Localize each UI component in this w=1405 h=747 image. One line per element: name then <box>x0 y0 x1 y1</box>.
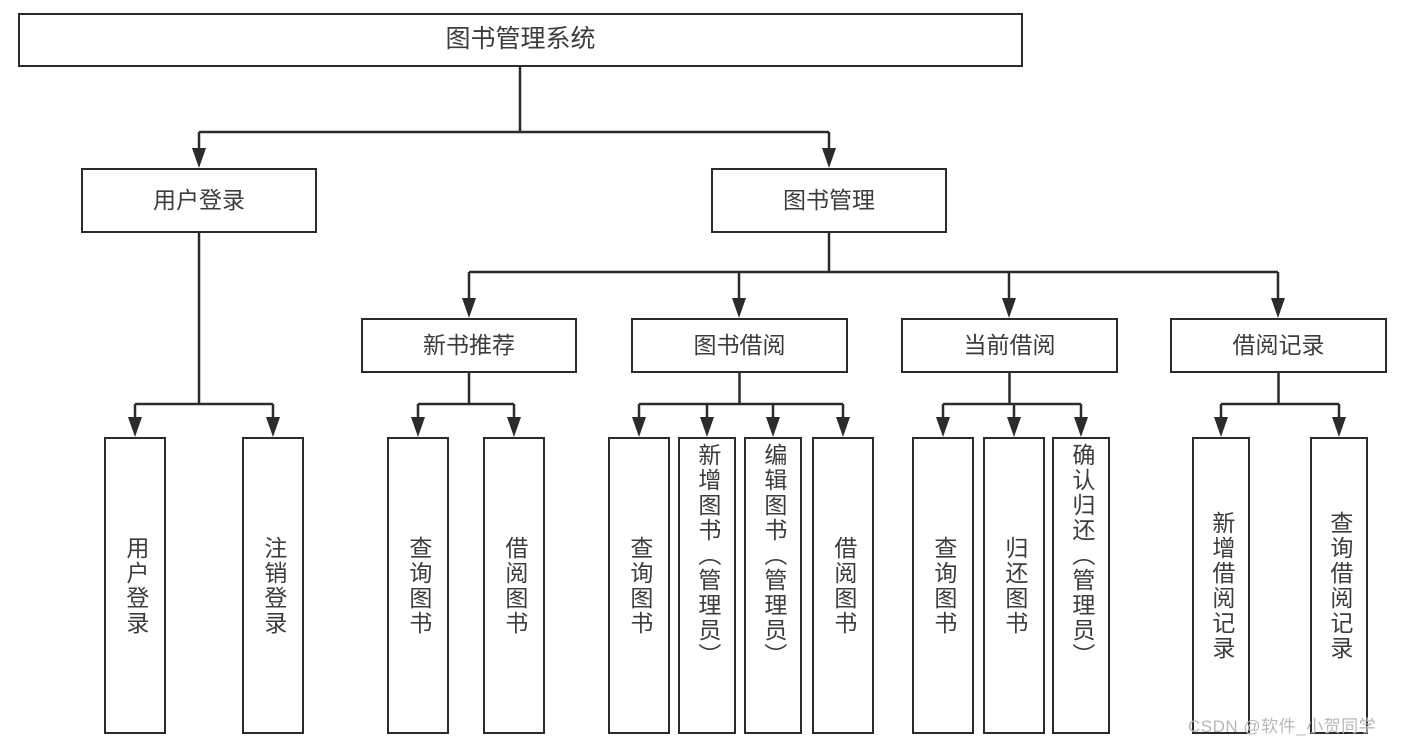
node-label: 新增图书（管理员） <box>694 443 721 668</box>
node-label: 确认归还（管理员） <box>1068 443 1095 668</box>
node-leaf-7[interactable]: 借阅图书 <box>812 437 874 734</box>
node-label: 用户登录 <box>122 535 149 636</box>
node-level2-2[interactable]: 当前借阅 <box>901 318 1118 373</box>
node-label: 当前借阅 <box>963 331 1056 358</box>
node-leaf-0[interactable]: 用户登录 <box>104 437 166 734</box>
node-level2-3[interactable]: 借阅记录 <box>1170 318 1387 373</box>
node-label: 注销登录 <box>260 535 287 636</box>
node-level1-0[interactable]: 用户登录 <box>81 168 317 233</box>
node-leaf-11[interactable]: 新增借阅记录 <box>1192 437 1250 734</box>
node-leaf-1[interactable]: 注销登录 <box>242 437 304 734</box>
node-label: 借阅图书 <box>830 535 857 636</box>
node-label: 图书管理系统 <box>445 25 596 54</box>
node-level2-1[interactable]: 图书借阅 <box>631 318 848 373</box>
node-label: 编辑图书（管理员） <box>760 443 787 668</box>
node-label: 借阅记录 <box>1232 331 1325 358</box>
node-leaf-8[interactable]: 查询图书 <box>912 437 974 734</box>
node-label: 查询图书 <box>626 535 653 636</box>
node-label: 归还图书 <box>1001 535 1028 636</box>
node-label: 新增借阅记录 <box>1208 510 1235 661</box>
node-leaf-5[interactable]: 新增图书（管理员） <box>678 437 736 734</box>
node-label: 借阅图书 <box>501 535 528 636</box>
watermark-label: CSDN @软件_小贺同学 <box>1188 717 1377 736</box>
node-leaf-2[interactable]: 查询图书 <box>387 437 449 734</box>
node-leaf-10[interactable]: 确认归还（管理员） <box>1052 437 1110 734</box>
node-label: 查询图书 <box>405 535 432 636</box>
node-leaf-6[interactable]: 编辑图书（管理员） <box>744 437 802 734</box>
node-leaf-3[interactable]: 借阅图书 <box>483 437 545 734</box>
node-label: 查询图书 <box>930 535 957 636</box>
node-label: 新书推荐 <box>423 331 515 358</box>
node-leaf-12[interactable]: 查询借阅记录 <box>1310 437 1368 734</box>
node-label: 图书管理 <box>783 186 875 213</box>
node-label: 用户登录 <box>153 186 245 213</box>
node-label: 图书借阅 <box>693 331 786 358</box>
node-leaf-4[interactable]: 查询图书 <box>608 437 670 734</box>
node-level1-1[interactable]: 图书管理 <box>711 168 947 233</box>
node-label: 查询借阅记录 <box>1326 510 1353 661</box>
node-leaf-9[interactable]: 归还图书 <box>983 437 1045 734</box>
node-root[interactable]: 图书管理系统 <box>18 13 1023 67</box>
node-level2-0[interactable]: 新书推荐 <box>361 318 577 373</box>
